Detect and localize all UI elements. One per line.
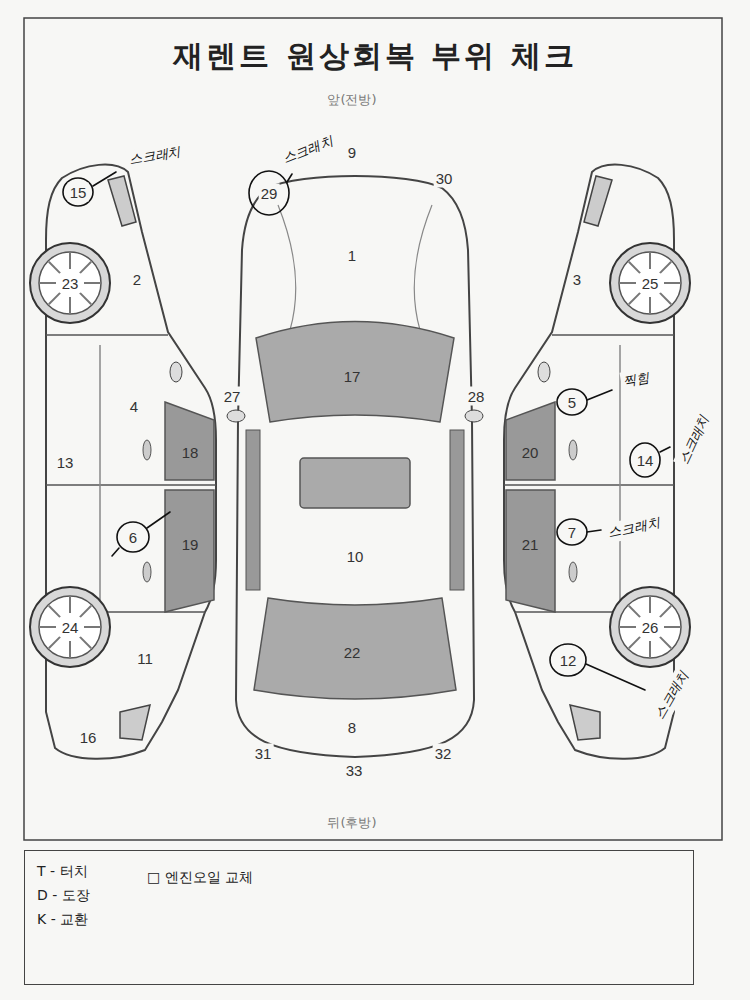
part-number: 24 bbox=[60, 618, 81, 637]
drawing-part bbox=[236, 176, 474, 757]
part-number: 14 bbox=[635, 451, 656, 470]
drawing-part bbox=[227, 410, 245, 422]
part-number: 30 bbox=[434, 169, 455, 188]
handwritten-note: 스크래치 bbox=[649, 666, 694, 724]
drawing-part bbox=[587, 390, 612, 400]
part-number: 17 bbox=[342, 367, 363, 386]
part-number: 15 bbox=[68, 183, 89, 202]
drawing-part bbox=[249, 171, 289, 215]
drawing-part bbox=[660, 447, 670, 452]
part-number: 13 bbox=[55, 453, 76, 472]
part-number: 21 bbox=[520, 535, 541, 554]
drawing-part bbox=[287, 174, 292, 182]
handwritten-note: 스크래치 bbox=[605, 512, 664, 543]
part-number: 18 bbox=[180, 443, 201, 462]
part-number: 9 bbox=[346, 143, 358, 162]
part-number: 11 bbox=[135, 649, 155, 668]
part-number: 23 bbox=[60, 274, 81, 293]
drawing-part bbox=[465, 410, 483, 422]
drawing-part bbox=[630, 443, 660, 477]
drawing-part bbox=[587, 530, 601, 532]
part-number: 22 bbox=[342, 643, 363, 662]
drawing-part bbox=[117, 522, 149, 552]
legend-text: □ 엔진오일 교체 bbox=[147, 869, 253, 886]
drawing-part bbox=[557, 519, 587, 545]
part-number: 27 bbox=[222, 387, 243, 406]
top-view bbox=[227, 176, 483, 757]
drawing-part bbox=[278, 205, 432, 330]
drawing-part bbox=[112, 548, 119, 556]
drawing-part bbox=[147, 512, 170, 528]
part-number: 8 bbox=[346, 718, 358, 737]
part-number: 25 bbox=[640, 274, 661, 293]
drawing-part bbox=[586, 664, 645, 690]
part-number: 33 bbox=[344, 761, 365, 780]
part-number: 3 bbox=[571, 270, 583, 289]
drawing-part bbox=[254, 598, 456, 699]
direction-label: 앞(전방) bbox=[325, 90, 378, 110]
part-number: 12 bbox=[558, 651, 579, 670]
drawing-part bbox=[450, 430, 464, 590]
handwritten-marks bbox=[63, 171, 670, 690]
part-number: 2 bbox=[131, 270, 143, 289]
part-number: 7 bbox=[566, 523, 578, 542]
handwritten-note: 스크래치 bbox=[673, 410, 715, 469]
direction-label: 뒤(후방) bbox=[325, 813, 378, 833]
part-number: 29 bbox=[259, 184, 280, 203]
handwritten-note: 찍힘 bbox=[619, 368, 652, 393]
part-number: 31 bbox=[253, 744, 274, 763]
drawing-part bbox=[256, 322, 454, 423]
legend-text: T - 터치 bbox=[37, 863, 88, 880]
part-number: 1 bbox=[346, 246, 358, 265]
part-number: 4 bbox=[128, 397, 140, 416]
part-number: 16 bbox=[78, 728, 99, 747]
part-number: 5 bbox=[566, 393, 578, 412]
part-number: 10 bbox=[345, 547, 366, 566]
drawing-part bbox=[246, 430, 260, 590]
legend-box: T - 터치 D - 도장 K - 교환 □ 엔진오일 교체 bbox=[24, 850, 694, 985]
part-number: 6 bbox=[127, 528, 139, 547]
handwritten-note: 스크래치 bbox=[126, 141, 185, 170]
sheet-title: 재렌트 원상회복 부위 체크 bbox=[173, 36, 576, 77]
part-number: 19 bbox=[180, 535, 201, 554]
left-side-view bbox=[30, 165, 216, 759]
drawing-part bbox=[300, 458, 410, 508]
part-number: 28 bbox=[466, 387, 487, 406]
drawing-part bbox=[550, 644, 586, 676]
handwritten-note: 스크래치 bbox=[278, 130, 337, 170]
part-number: 26 bbox=[640, 618, 661, 637]
part-number: 32 bbox=[433, 744, 454, 763]
part-number: 20 bbox=[520, 443, 541, 462]
legend-text: D - 도장 bbox=[37, 887, 90, 904]
drawing-part bbox=[63, 178, 93, 206]
right-side-view bbox=[504, 165, 690, 759]
drawing-part bbox=[557, 389, 587, 415]
legend-text: K - 교환 bbox=[37, 911, 88, 928]
page-frame bbox=[24, 18, 722, 840]
drawing-part bbox=[93, 172, 116, 186]
